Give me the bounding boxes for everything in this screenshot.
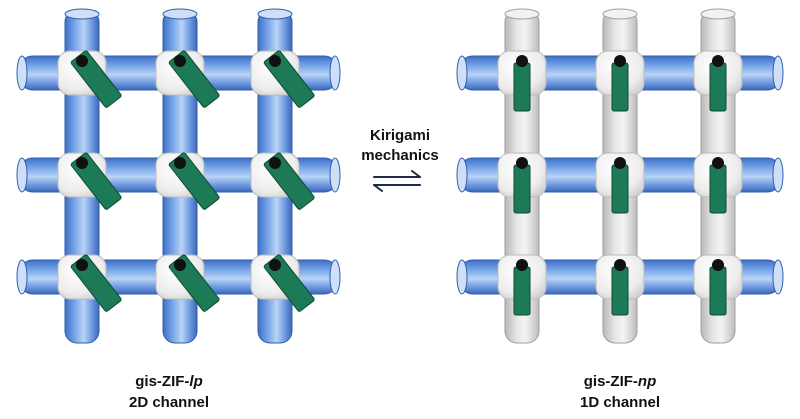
linker-plate	[709, 62, 727, 112]
metal-center	[76, 259, 88, 271]
channel-opening	[16, 55, 28, 91]
linker-plate	[709, 164, 727, 214]
metal-center	[516, 55, 528, 67]
lp-structure-name: gis-ZIF-lp	[135, 373, 203, 390]
metal-center	[269, 55, 281, 67]
channel-opening	[772, 157, 784, 193]
linker-plate	[513, 164, 531, 214]
metal-center	[516, 157, 528, 169]
channel-opening	[257, 8, 293, 20]
metal-center	[174, 259, 186, 271]
channel-opening	[602, 8, 638, 20]
reversible-arrows-icon	[373, 170, 421, 192]
channel-opening	[64, 8, 100, 20]
channel-opening	[504, 8, 540, 20]
metal-center	[174, 157, 186, 169]
channel-opening	[162, 8, 198, 20]
kirigami-mechanics-label: Kirigami mechanics	[340, 126, 460, 166]
metal-center	[712, 259, 724, 271]
np-framework-lattice	[456, 8, 784, 344]
metal-center	[174, 55, 186, 67]
metal-center	[269, 157, 281, 169]
channel-opening	[456, 259, 468, 295]
channel-opening	[456, 157, 468, 193]
channel-opening	[772, 259, 784, 295]
channel-opening	[16, 259, 28, 295]
channel-opening	[329, 55, 341, 91]
channel-opening	[700, 8, 736, 20]
channel-opening	[772, 55, 784, 91]
channel-opening	[16, 157, 28, 193]
metal-center	[516, 259, 528, 271]
np-channel-label: 1D channel	[579, 394, 661, 411]
channel-opening	[329, 157, 341, 193]
lp-framework-lattice	[16, 8, 341, 344]
metal-center	[76, 157, 88, 169]
metal-center	[614, 157, 626, 169]
linker-plate	[513, 266, 531, 316]
lp-channel-label: 2D channel	[128, 394, 210, 411]
mechanism-line-2: mechanics	[361, 147, 439, 164]
linker-plate	[513, 62, 531, 112]
lp-structure-caption: gis-ZIF-lp 2D channel	[69, 371, 269, 413]
np-structure-name: gis-ZIF-np	[583, 373, 657, 390]
mechanism-line-1: Kirigami	[369, 127, 430, 144]
metal-center	[76, 55, 88, 67]
metal-center	[712, 55, 724, 67]
linker-plate	[611, 164, 629, 214]
linker-plate	[709, 266, 727, 316]
metal-center	[614, 259, 626, 271]
channel-opening	[456, 55, 468, 91]
np-structure-caption: gis-ZIF-np 1D channel	[520, 371, 720, 413]
metal-center	[614, 55, 626, 67]
linker-plate	[611, 266, 629, 316]
metal-center	[269, 259, 281, 271]
metal-center	[712, 157, 724, 169]
channel-opening	[329, 259, 341, 295]
linker-plate	[611, 62, 629, 112]
